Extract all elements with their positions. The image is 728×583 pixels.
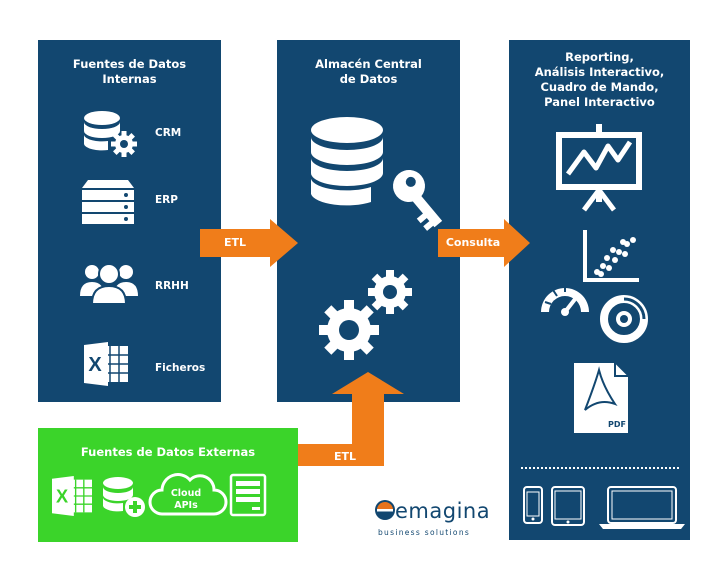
central-warehouse-title: Almacén Central de Datos — [277, 57, 460, 87]
central-warehouse-title-line2: de Datos — [339, 72, 398, 86]
internal-sources-title-line2: Internas — [102, 72, 157, 86]
excel-icon: X — [52, 476, 92, 516]
database-add-icon — [103, 477, 145, 517]
emagina-logo-mark — [375, 500, 395, 520]
pdf-document-icon — [572, 361, 630, 435]
erp-label: ERP — [155, 194, 178, 206]
rrhh-label: RRHH — [155, 280, 189, 292]
logo-name: emagina — [395, 499, 491, 523]
central-warehouse-title-line1: Almacén Central — [315, 57, 422, 71]
svg-text:X: X — [56, 486, 68, 506]
computer-tower-icon — [229, 473, 267, 517]
etl-bottom-label: ETL — [333, 450, 357, 463]
etl-left-label: ETL — [223, 236, 247, 249]
presentation-chart-icon — [556, 124, 642, 212]
external-sources-panel: Fuentes de Datos Externas X Cloud — [38, 428, 298, 542]
consulta-label: Consulta — [445, 236, 501, 249]
gauge-icon — [541, 286, 589, 316]
crm-label: CRM — [155, 127, 182, 139]
central-warehouse-panel: Almacén Central de Datos — [277, 40, 460, 402]
reporting-title-line2: Análisis Interactivo, — [534, 65, 665, 79]
excel-icon: X — [84, 342, 128, 386]
users-icon — [80, 263, 138, 305]
pdf-label: PDF — [608, 420, 626, 429]
gears-icon — [319, 270, 412, 360]
external-sources-title: Fuentes de Datos Externas — [80, 445, 256, 459]
reporting-title-line4: Panel Interactivo — [544, 95, 655, 109]
svg-text:X: X — [88, 354, 102, 376]
ficheros-label: Ficheros — [155, 362, 206, 374]
etl-arrow-left — [200, 219, 298, 267]
donut-chart-icon — [600, 295, 648, 343]
cloud-label-line2: APIs — [174, 500, 198, 511]
internal-sources-title: Fuentes de Datos Internas — [38, 57, 221, 87]
tablet-icon — [551, 486, 585, 526]
devices-divider — [521, 467, 679, 469]
database-key-icon — [311, 117, 443, 231]
smartphone-icon — [523, 486, 543, 524]
cloud-icon — [148, 473, 228, 516]
server-icon — [82, 180, 134, 224]
consulta-arrow — [438, 219, 530, 267]
internal-sources-panel: Fuentes de Datos Internas CRM — [38, 40, 221, 402]
database-gear-icon — [84, 111, 137, 157]
laptop-icon — [599, 486, 685, 529]
reporting-panel: Reporting, Análisis Interactivo, Cuadro … — [509, 40, 690, 540]
scatter-plot-icon — [583, 230, 639, 282]
cloud-label-line1: Cloud — [170, 488, 202, 499]
internal-sources-title-line1: Fuentes de Datos — [72, 57, 187, 71]
reporting-title: Reporting, Análisis Interactivo, Cuadro … — [509, 50, 690, 110]
reporting-title-line3: Cuadro de Mando, — [540, 80, 659, 94]
logo-tagline: business solutions — [378, 528, 471, 537]
etl-arrow-bottom — [282, 372, 404, 466]
reporting-title-line1: Reporting, — [565, 50, 634, 64]
